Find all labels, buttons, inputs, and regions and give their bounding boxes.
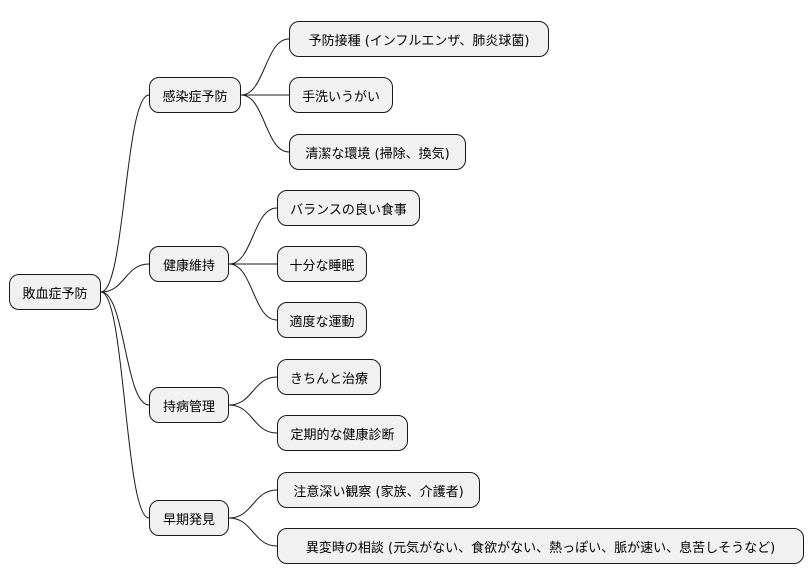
- root-node: 敗血症予防: [9, 274, 101, 310]
- branch-node-infection-prevention: 感染症予防: [149, 77, 241, 113]
- branch-to-leaf-connector: [228, 517, 278, 547]
- leaf-node-label: 適度な運動: [289, 314, 355, 330]
- leaf-node-label: 清潔な環境 (掃除、換気): [305, 146, 450, 162]
- branch-node-label: 持病管理: [162, 399, 215, 415]
- branch-to-leaf-connector: [228, 489, 278, 519]
- leaf-node-health-checkup: 定期的な健康診断: [277, 415, 408, 451]
- branch-to-leaf-connector: [240, 94, 290, 153]
- leaf-node-label: きちんと治療: [289, 371, 368, 387]
- leaf-node-label: 十分な睡眠: [289, 258, 355, 274]
- leaf-node-exercise: 適度な運動: [277, 302, 367, 338]
- root-to-branch-connector: [100, 291, 150, 406]
- branch-node-label: 早期発見: [162, 512, 215, 528]
- branch-to-leaf-connector: [228, 263, 278, 321]
- leaf-node-label: 異変時の相談 (元気がない、食欲がない、熱っぽい、脈が速い、息苦しそうなど): [305, 540, 776, 556]
- branch-to-leaf-connector: [228, 404, 278, 434]
- leaf-node-label: バランスの良い食事: [290, 202, 407, 218]
- leaf-node-label: 手洗いうがい: [301, 89, 380, 105]
- branch-to-leaf-connector: [240, 38, 290, 96]
- root-to-branch-connector: [100, 291, 150, 519]
- leaf-node-consultation: 異変時の相談 (元気がない、食欲がない、熱っぽい、脈が速い、息苦しそうなど): [277, 528, 804, 564]
- branch-node-early-detection: 早期発見: [149, 500, 229, 536]
- branch-to-leaf-connector: [228, 376, 278, 406]
- leaf-node-balanced-diet: バランスの良い食事: [277, 190, 420, 226]
- leaf-node-label: 予防接種 (インフルエンザ、肺炎球菌): [308, 33, 530, 49]
- leaf-node-clean-environment: 清潔な環境 (掃除、換気): [289, 134, 466, 170]
- leaf-node-vaccination: 予防接種 (インフルエンザ、肺炎球菌): [289, 21, 549, 57]
- leaf-node-treatment: きちんと治療: [277, 359, 381, 395]
- root-to-branch-connector: [100, 263, 150, 293]
- branch-node-chronic-disease-management: 持病管理: [149, 387, 229, 423]
- branch-node-label: 健康維持: [162, 258, 215, 274]
- branch-node-label: 感染症予防: [162, 89, 228, 105]
- leaf-node-label: 注意深い観察 (家族、介護者): [293, 484, 464, 500]
- branch-node-health-maintenance: 健康維持: [149, 246, 229, 282]
- leaf-node-observation: 注意深い観察 (家族、介護者): [277, 472, 480, 508]
- leaf-node-handwashing: 手洗いうがい: [289, 77, 393, 113]
- root-node-label: 敗血症予防: [22, 286, 88, 302]
- root-to-branch-connector: [100, 94, 150, 293]
- leaf-node-label: 定期的な健康診断: [290, 427, 395, 443]
- leaf-node-sleep: 十分な睡眠: [277, 246, 367, 282]
- branch-to-leaf-connector: [228, 207, 278, 265]
